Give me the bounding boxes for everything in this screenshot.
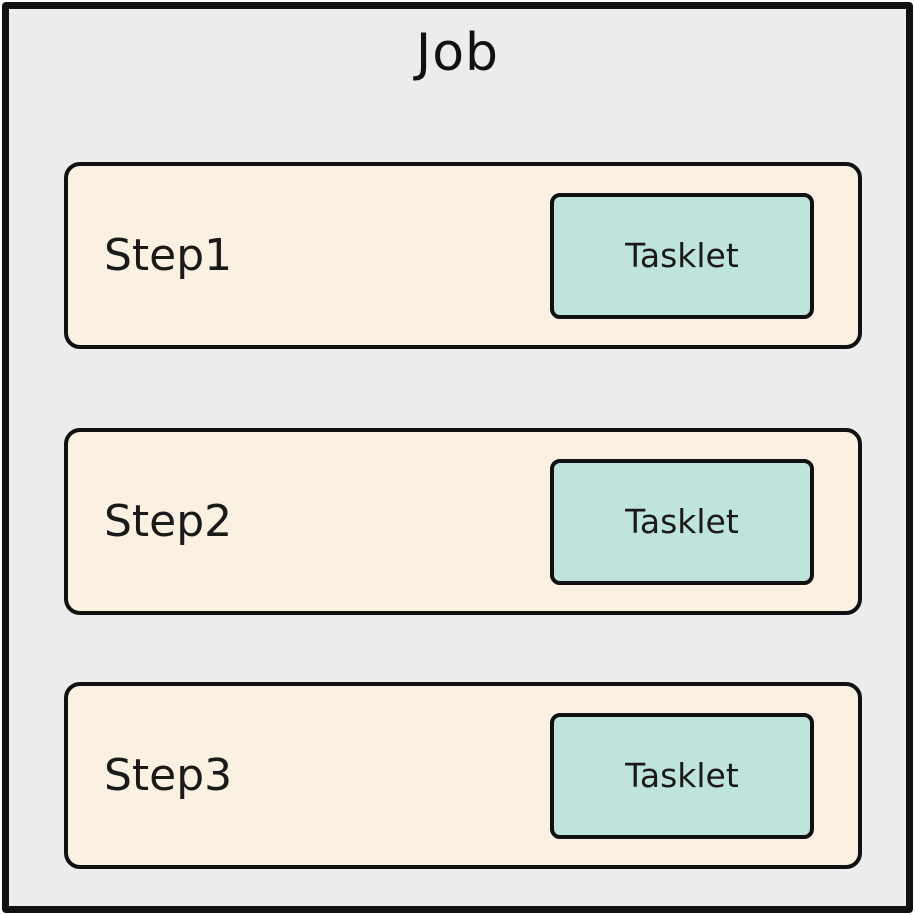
tasklet-label-1: Tasklet	[625, 236, 739, 275]
tasklet-label-2: Tasklet	[625, 502, 739, 541]
step-box-1: Step1 Tasklet	[64, 162, 862, 349]
tasklet-label-3: Tasklet	[625, 756, 739, 795]
step-box-3: Step3 Tasklet	[64, 682, 862, 869]
job-title: Job	[415, 23, 500, 83]
tasklet-box-1: Tasklet	[550, 192, 814, 319]
tasklet-box-2: Tasklet	[550, 458, 814, 585]
step-label-3: Step3	[104, 750, 233, 801]
step-label-2: Step2	[104, 496, 233, 547]
tasklet-box-3: Tasklet	[550, 712, 814, 839]
step-label-1: Step1	[104, 230, 233, 281]
step-box-2: Step2 Tasklet	[64, 428, 862, 615]
